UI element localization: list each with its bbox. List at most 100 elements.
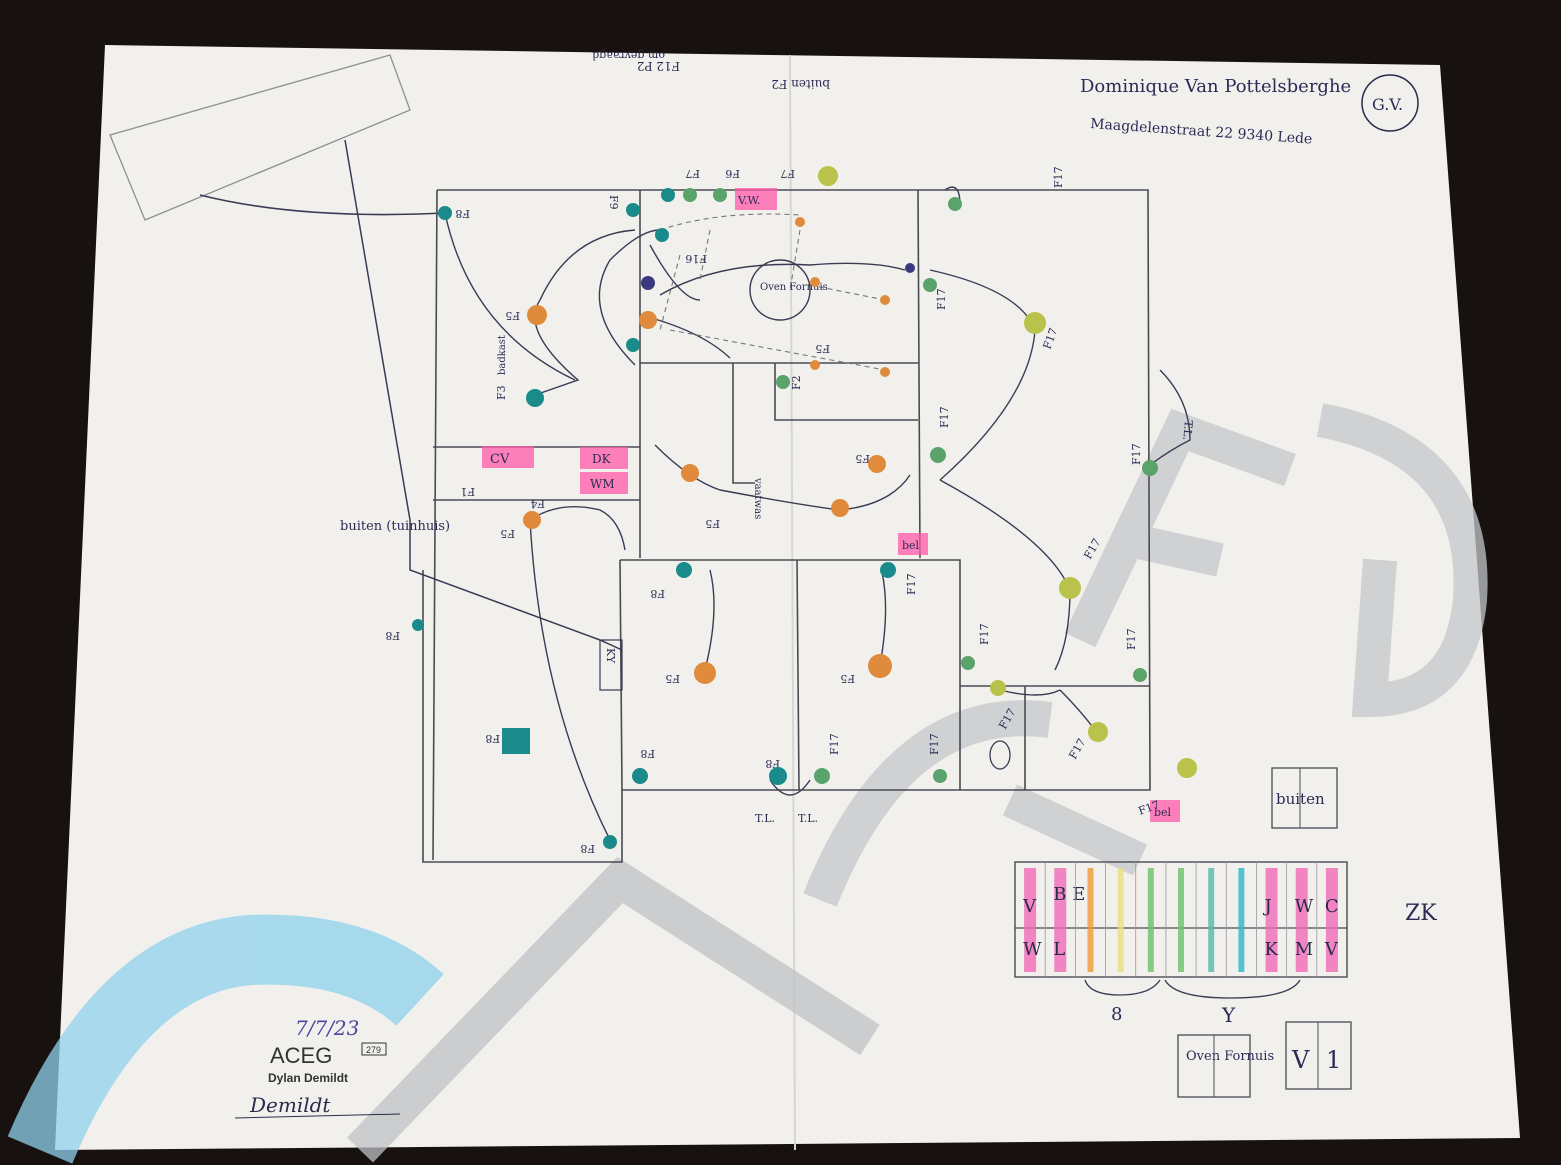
light (681, 464, 699, 482)
stamp-date: 7/7/23 (295, 1016, 359, 1040)
zk-label: ZK (1405, 901, 1437, 926)
label-f1: F1 (460, 485, 475, 498)
outdoor-cable (344, 139, 623, 651)
dashed-1 (659, 213, 801, 231)
light (1088, 722, 1108, 742)
paper-fold (789, 54, 796, 1151)
point (1133, 668, 1147, 682)
label-f17-7: F17 (828, 733, 841, 755)
oven-circle (749, 259, 811, 321)
dk-highlight (580, 447, 628, 469)
wall-stairs (732, 363, 755, 484)
wall-bedroom-divider (796, 559, 800, 791)
point (1142, 460, 1158, 476)
tl-note-side: T.L. (1180, 420, 1195, 441)
light (880, 367, 890, 377)
light (880, 295, 890, 305)
label-f8-5: F8 (640, 747, 655, 760)
wire-9 (529, 505, 626, 551)
panel-cell-label: M (1295, 939, 1313, 960)
light (810, 360, 820, 370)
toilet-symbol (989, 740, 1011, 770)
label-f6: F6 (725, 167, 740, 180)
cv-label: CV (490, 452, 510, 467)
label-f17-8: F17 (928, 733, 941, 755)
label-f3: F3 (495, 385, 508, 400)
shed-outline (109, 54, 411, 221)
point (641, 276, 655, 290)
point-labels: F8 F5 F7 F6 F7 F9 F17 F17 F17 F17 F17 F1… (385, 166, 1161, 855)
point (933, 769, 947, 783)
label-f9: F9 (607, 195, 620, 210)
points (412, 166, 1197, 849)
shed-cable (199, 194, 446, 216)
light (868, 654, 892, 678)
owner-name: Dominique Van Pottelsberghe (1080, 76, 1351, 97)
stamp-signature: Demildt (249, 1093, 331, 1117)
top-note-left-sub: om gevraagd (592, 49, 665, 62)
label-f17-6: F17 (1125, 628, 1138, 650)
label-f8-1: F8 (455, 207, 470, 220)
label-f17-2: F17 (935, 288, 948, 310)
wire-10 (529, 519, 611, 841)
panel-cell-label: C (1325, 896, 1339, 917)
panel-cell-label: V (1324, 939, 1339, 960)
bel1-highlight (898, 533, 928, 555)
outlet (626, 203, 640, 217)
label-f5-1: F5 (505, 309, 520, 322)
wall-pantry (774, 363, 918, 421)
outlet (661, 188, 675, 202)
wire-11 (704, 569, 715, 671)
wm-label: WM (590, 477, 615, 491)
point (713, 188, 727, 202)
label-f17-4: F17 (905, 573, 918, 595)
label-f8-6: F8 (765, 757, 780, 770)
v-label: V (1291, 1046, 1310, 1074)
one-label: 1 (1326, 1046, 1341, 1074)
dk-label: DK (592, 452, 612, 466)
wall-kitchen-right (917, 189, 921, 559)
top-note-left: F12 P2 (637, 59, 680, 73)
panel-cell-label: L (1053, 939, 1065, 960)
vw-highlight (735, 188, 777, 210)
navy-points (641, 263, 915, 290)
point (814, 768, 830, 784)
label-f4: F4 (530, 497, 545, 510)
wire-3 (598, 229, 661, 366)
panel-cell-label: K (1265, 939, 1279, 960)
ky-label: KY (604, 648, 617, 664)
dashed-4 (659, 254, 681, 331)
panel-cell-label: V (1022, 896, 1037, 917)
dashed-6 (789, 229, 801, 291)
outlet (880, 562, 896, 578)
house-walls (422, 189, 1151, 863)
stamp-number-box (361, 1042, 387, 1056)
wire-2 (534, 229, 636, 396)
light (1059, 577, 1081, 599)
olive-lights (818, 166, 1197, 778)
outlet-block (502, 728, 530, 754)
label-f17-5: F17 (978, 623, 991, 645)
pink-highlights: CV DK WM V.W. bel bel (482, 188, 1180, 822)
dashed-3 (669, 329, 886, 371)
label-f8-7: F8 (580, 842, 595, 855)
outlet (676, 562, 692, 578)
light (1177, 758, 1197, 778)
point (905, 263, 915, 273)
outlet (769, 767, 787, 785)
label-f16: F16 (685, 252, 707, 265)
wm-highlight (580, 472, 628, 494)
outlet (526, 389, 544, 407)
panel-frame (1014, 861, 1348, 978)
watermark-letter-g (1316, 403, 1488, 718)
outlet (603, 835, 617, 849)
badge-circle (1361, 74, 1419, 132)
bel2-highlight (1150, 800, 1180, 822)
light (831, 499, 849, 517)
light (818, 166, 838, 186)
label-f17-14: F17 (1052, 166, 1065, 188)
panel-cell-label: B E (1053, 884, 1085, 905)
point (683, 188, 697, 202)
